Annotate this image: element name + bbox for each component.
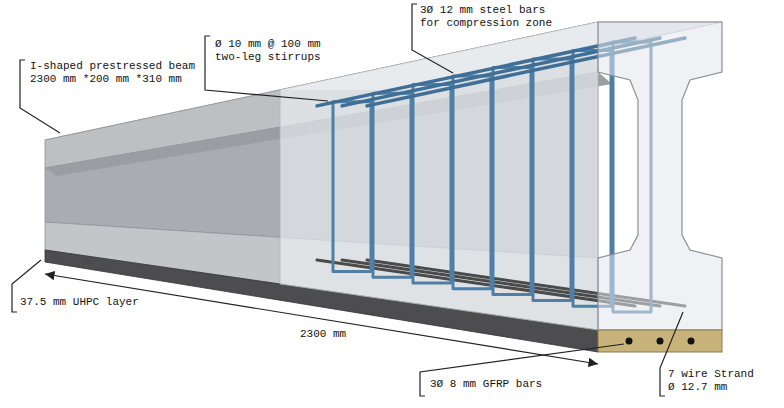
callout-label: 7 wire Strand Ø 12.7 mm xyxy=(668,368,760,394)
dimension-line xyxy=(45,274,598,364)
callout-label: 3Ø 8 mm GFRP bars xyxy=(430,378,542,391)
gfrp-bar xyxy=(626,338,633,345)
callout-label: 2300 mm xyxy=(300,328,346,341)
callout-label: 3Ø 12 mm steel bars for compression zone xyxy=(420,4,560,30)
callout-label: Ø 10 mm @ 100 mm two-leg stirrups xyxy=(215,38,327,64)
callout-label: 37.5 mm UHPC layer xyxy=(20,296,139,309)
uhpc-section xyxy=(598,330,722,352)
gfrp-bar xyxy=(657,338,664,345)
callout-bracket xyxy=(420,344,624,396)
gfrp-bar xyxy=(688,338,695,345)
callout-label: I-shaped prestressed beam 2300 mm *200 m… xyxy=(30,60,202,86)
i-section-end xyxy=(598,22,722,330)
callout-bracket xyxy=(205,36,328,101)
